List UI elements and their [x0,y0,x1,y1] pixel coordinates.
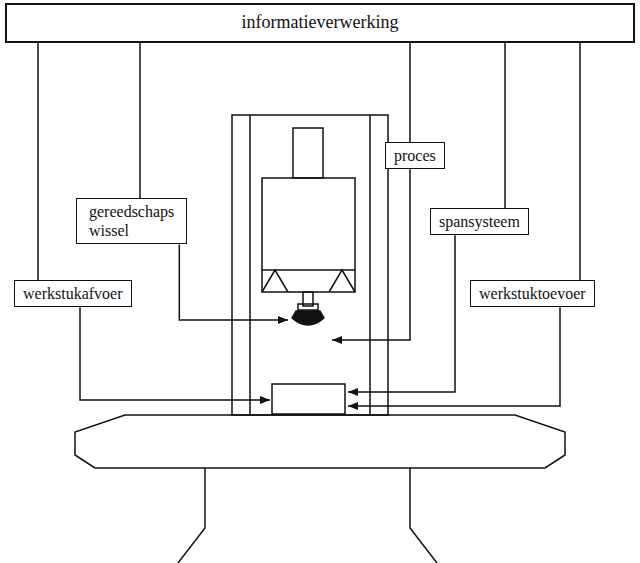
leader-arrow [348,307,560,406]
information-band: informatieverwerking [5,3,635,43]
box-label: gereedschaps wissel [89,202,174,240]
pedestal-side [410,468,437,563]
box-label: werkstukafvoer [23,284,123,303]
machine-table [75,415,565,468]
process-box: proces [385,142,445,169]
clamping-box: spansysteem [430,208,529,235]
leader-arrow [332,169,410,340]
supply-box: werkstuktoevoer [470,280,595,307]
head-bracket [262,270,288,292]
connector-line [409,43,411,142]
workpiece [272,384,345,414]
discharge-box: werkstukafvoer [14,280,132,307]
leader-arrow [179,244,288,320]
cutting-tool [292,311,324,325]
head-bracket [329,270,355,292]
box-label: spansysteem [439,212,520,231]
tool-change-box: gereedschaps wissel [76,198,187,244]
frame-inner-line [249,115,251,415]
connector-line [579,43,581,280]
connector-line [37,43,39,280]
leader-arrow [80,307,270,400]
box-label: werkstuktoevoer [479,284,586,303]
machine-frame [232,115,388,415]
box-label: informatieverwerking [242,12,399,34]
spindle-head [262,178,355,292]
spindle-motor [293,128,323,178]
spindle-collar [298,304,318,310]
pedestal-side [178,468,205,563]
connector-line [504,43,506,208]
box-label: proces [394,146,436,165]
leader-arrow [348,235,455,392]
connector-line [139,43,141,198]
frame-inner-line [369,115,371,415]
